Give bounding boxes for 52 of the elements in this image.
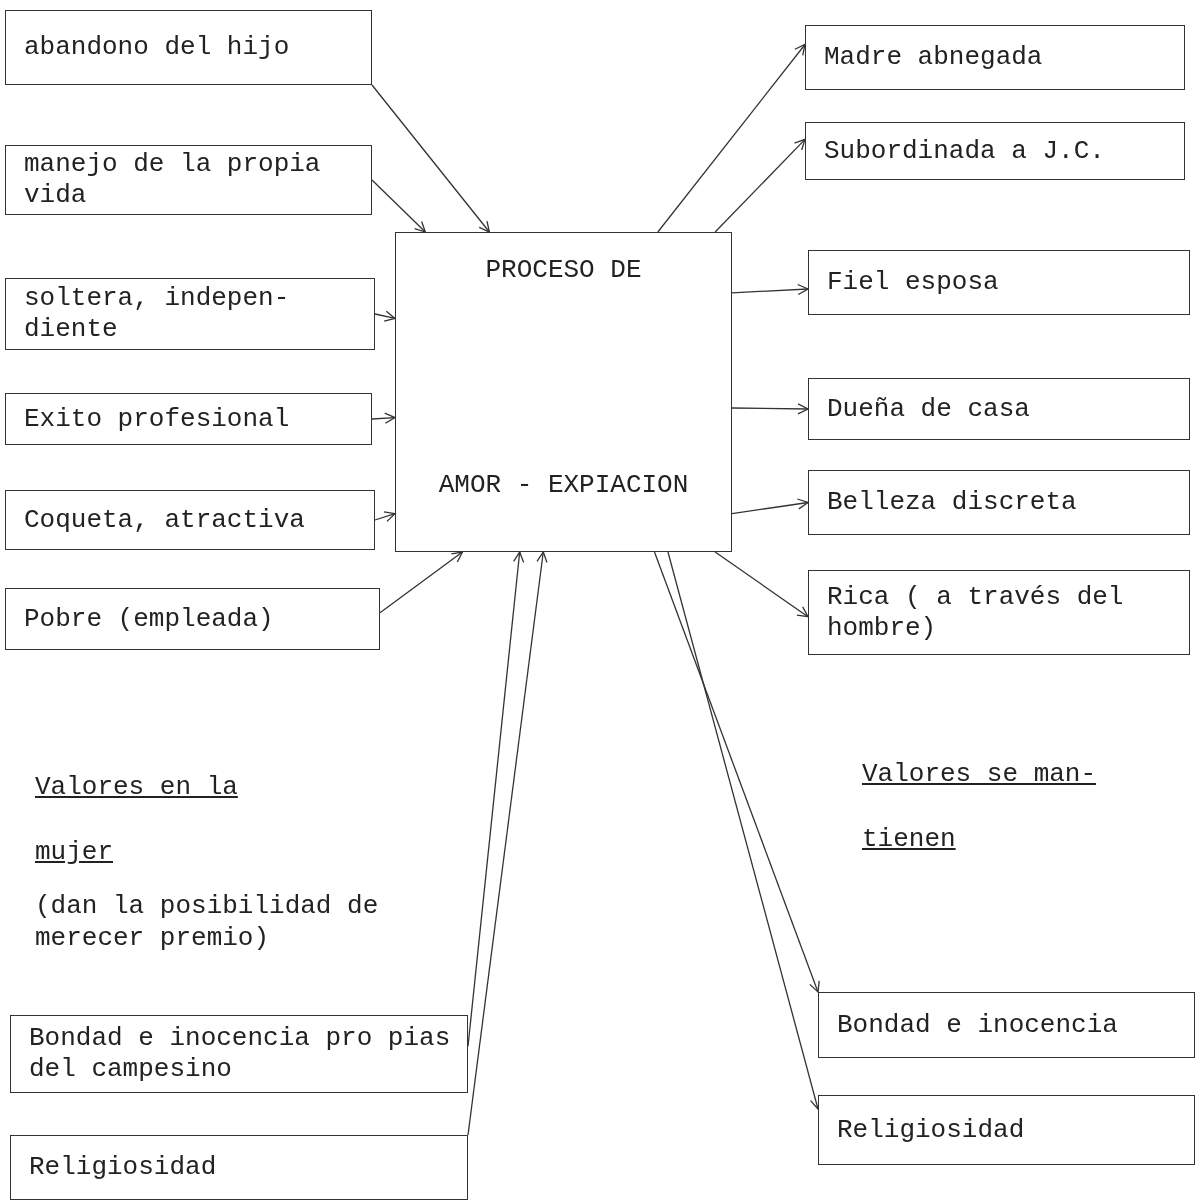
box-label: Coqueta, atractiva (24, 504, 305, 536)
arrow (371, 84, 490, 233)
box-label: Bondad e inocencia (837, 1009, 1118, 1041)
text-box (805, 25, 1185, 90)
text-box (818, 1095, 1195, 1165)
text-box (10, 1015, 468, 1093)
text-box (5, 278, 375, 350)
box-label: Pobre (empleada) (24, 603, 274, 635)
box-label: Religiosidad (29, 1152, 217, 1183)
arrow (714, 551, 809, 618)
box-text: AMOR - EXPIACION (438, 470, 689, 501)
arrow (714, 138, 806, 233)
arrow (731, 283, 809, 296)
text-box (808, 470, 1190, 535)
box-label: Madre abnegada (824, 42, 1043, 73)
arrow (653, 551, 820, 993)
arrow (374, 310, 396, 322)
heading-label: Valores en la mujer (35, 771, 239, 869)
arrow (374, 511, 396, 523)
box-label: PROCESO DE (485, 255, 642, 286)
arrow (467, 551, 548, 1136)
box-label: soltera, indepen- diente (24, 283, 291, 345)
text-box (808, 250, 1190, 315)
text-box (805, 122, 1185, 180)
text-box (808, 378, 1190, 440)
box-label: Dueña de casa (827, 393, 1030, 425)
note-text: (dan la posibilidad de merecer premio) (35, 890, 380, 954)
text-box (395, 232, 732, 552)
box-label: Exito profesional (24, 403, 290, 435)
text-box (5, 10, 372, 85)
box-label: Rica ( a través del hombre) (827, 581, 1125, 644)
box-label: Subordinada a J.C. (824, 135, 1105, 167)
arrow (657, 43, 806, 233)
text-box (808, 570, 1190, 655)
box-label: Religiosidad (837, 1114, 1025, 1146)
box-label: Fiel esposa (827, 267, 999, 298)
text-box (5, 490, 375, 550)
text-box (818, 992, 1195, 1058)
arrow (731, 403, 809, 415)
arrow (379, 551, 464, 614)
text-box (10, 1135, 468, 1200)
box-label: manejo de la propia vida (24, 149, 322, 211)
box-label: Belleza discreta (827, 487, 1077, 518)
arrow (371, 412, 396, 424)
arrow (371, 179, 426, 233)
arrow (731, 498, 809, 515)
box-label: abandono del hijo (24, 32, 290, 63)
box-label: Bondad e inocencia pro pias del campesino (29, 1023, 452, 1085)
text-box (5, 588, 380, 650)
text-box (5, 145, 372, 215)
text-box (5, 393, 372, 445)
heading-label: Valores se man- tienen (862, 758, 1098, 856)
